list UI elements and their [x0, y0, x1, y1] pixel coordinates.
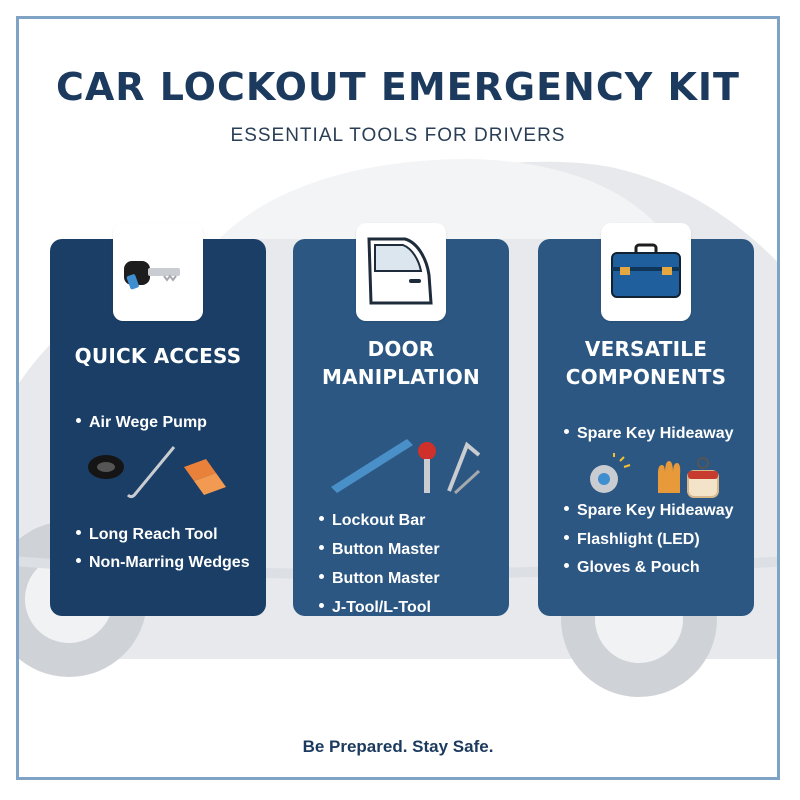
gloves-icon	[658, 461, 681, 493]
list-item: Spare Key Hideaway	[564, 425, 734, 443]
lockout-bar-icon	[331, 439, 413, 493]
panel-quick-access: QUICK ACCESS Air Wege Pump Long Reach To…	[50, 223, 266, 616]
long-reach-tool-icon	[126, 446, 176, 499]
page-title: CAR LOCKOUT EMERGENCY KIT	[56, 65, 740, 109]
list-item: Lockout Bar	[319, 512, 425, 530]
car-key-icon	[124, 261, 180, 290]
panel-versatile-components: VERSATILE COMPONENTS Spare Key Hideaway …	[538, 223, 754, 616]
button-master-icon	[418, 442, 436, 493]
list-item: Flashlight (LED)	[564, 531, 700, 549]
j-tool-icon	[447, 441, 481, 495]
page-subtitle: ESSENTIAL TOOLS FOR DRIVERS	[230, 125, 566, 146]
list-item: J-Tool/L-Tool	[319, 599, 431, 617]
panel-door-manipulation: DOOR MANIPLATION Lockout Bar Button Mast…	[293, 223, 509, 617]
panel-tools-illustration	[331, 439, 481, 495]
list-item: Spare Key Hideaway	[564, 502, 734, 520]
list-item: Long Reach Tool	[76, 526, 218, 544]
flashlight-icon	[590, 453, 631, 493]
panel-heading: VERSATILE COMPONENTS	[565, 337, 727, 389]
panel-icon-tab	[113, 223, 203, 321]
toolbox-icon	[611, 243, 681, 298]
panel-icon-tab	[601, 223, 691, 321]
list-item: Button Master	[319, 570, 440, 588]
panel-heading: DOOR MANIPLATION	[322, 337, 480, 389]
list-item: Non-Marring Wedges	[76, 554, 250, 572]
panel-tools-illustration	[88, 446, 226, 499]
list-item: Air Wege Pump	[76, 414, 207, 432]
car-door-icon	[367, 237, 433, 305]
list-item: Button Master	[319, 541, 440, 559]
wedges-icon	[184, 459, 226, 495]
list-item: Gloves & Pouch	[564, 559, 700, 577]
panel-tools-illustration	[590, 453, 719, 498]
footer-tagline: Be Prepared. Stay Safe.	[302, 737, 494, 756]
poster-frame: CAR LOCKOUT EMERGENCY KIT ESSENTIAL TOOL…	[16, 16, 780, 780]
air-wedge-pump-icon	[88, 455, 124, 479]
panel-heading: QUICK ACCESS	[74, 344, 242, 368]
panel-icon-tab	[356, 223, 446, 321]
pouch-icon	[687, 457, 719, 498]
